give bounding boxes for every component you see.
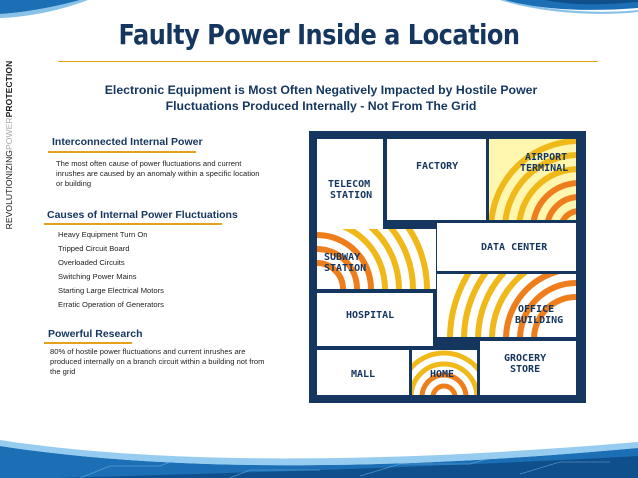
cause-item: Overloaded Circuits xyxy=(58,258,125,267)
room-hospital xyxy=(317,293,433,346)
label-home: HOME xyxy=(430,369,454,380)
label-airport-1: AIRPORT xyxy=(525,152,567,163)
room-grocery xyxy=(480,341,576,395)
label-telecom-2: STATION xyxy=(330,190,372,201)
ripple-home xyxy=(412,350,477,395)
heading-underline xyxy=(48,151,196,153)
cause-item: Switching Power Mains xyxy=(58,272,137,281)
label-data-center: DATA CENTER xyxy=(481,242,548,253)
label-subway-1: SUBWAY xyxy=(324,252,360,263)
cause-item: Heavy Equipment Turn On xyxy=(58,230,148,239)
cause-item: Erratic Operation of Generators xyxy=(58,300,164,309)
cause-item: Tripped Circuit Board xyxy=(58,244,130,253)
label-grocery-2: STORE xyxy=(510,364,540,375)
internal-power-text: The most often cause of power fluctuatio… xyxy=(56,159,260,188)
page-title: Faulty Power Inside a Location xyxy=(118,18,520,51)
research-text: 80% of hostile power fluctuations and cu… xyxy=(50,347,265,376)
heading-underline xyxy=(44,223,222,225)
label-hospital: HOSPITAL xyxy=(346,310,394,321)
room-telecom xyxy=(317,139,383,229)
side-brand: REVOLUTIONIZINGPOWERPROTECTION xyxy=(4,40,18,250)
brand-part-1: REVOLUTIONIZING xyxy=(4,149,14,230)
cause-item: Starting Large Electrical Motors xyxy=(58,286,164,295)
subtitle: Electronic Equipment is Most Often Negat… xyxy=(88,82,554,114)
building-map: TELECOM STATION FACTORY AIRPORT TERMINAL… xyxy=(309,131,586,403)
room-factory xyxy=(387,139,486,220)
room-mall xyxy=(317,350,409,395)
subtitle-line-2: Fluctuations Produced Internally - Not F… xyxy=(165,99,477,113)
title-underline xyxy=(58,61,598,62)
label-factory: FACTORY xyxy=(416,161,458,172)
label-office-1: OFFICE xyxy=(518,304,554,315)
label-grocery-1: GROCERY xyxy=(504,353,546,364)
footer-decoration xyxy=(0,440,638,478)
label-office-2: BUILDING xyxy=(515,315,563,326)
room-data-center xyxy=(437,223,576,271)
subtitle-line-1: Electronic Equipment is Most Often Negat… xyxy=(104,83,538,97)
header-decoration xyxy=(0,0,638,18)
label-telecom-1: TELECOM xyxy=(328,179,370,190)
heading-research: Powerful Research xyxy=(48,328,143,340)
heading-underline xyxy=(44,342,132,344)
label-airport-2: TERMINAL xyxy=(520,163,568,174)
heading-internal-power: Interconnected Internal Power xyxy=(52,136,203,148)
heading-causes: Causes of Internal Power Fluctuations xyxy=(47,209,238,221)
label-subway-2: STATION xyxy=(324,263,366,274)
label-mall: MALL xyxy=(351,369,375,380)
brand-part-2: POWER xyxy=(4,117,14,150)
brand-part-3: PROTECTION xyxy=(4,60,14,118)
